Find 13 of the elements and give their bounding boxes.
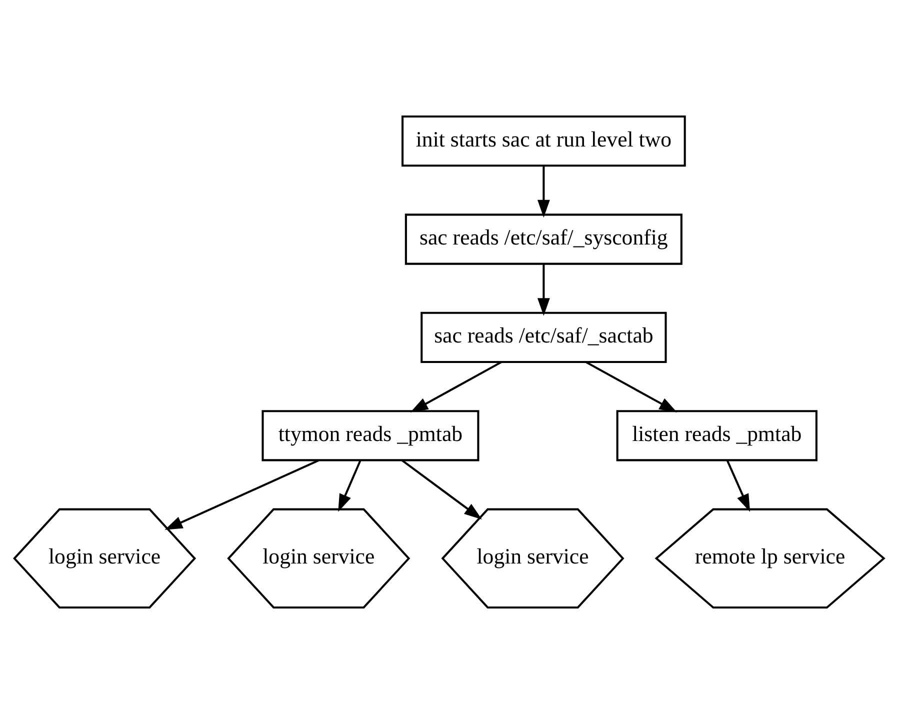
arrow (401, 459, 482, 519)
node-box: ttymon reads _pmtab (261, 410, 479, 461)
node-box: init starts sac at run level two (401, 115, 686, 166)
arrow (410, 360, 502, 412)
node-box: sac reads /etc/saf/_sysconfig (404, 213, 682, 264)
node-box: sac reads /etc/saf/_sactab (420, 311, 666, 363)
arrow (585, 360, 677, 412)
arrow (338, 460, 361, 512)
arrow (164, 459, 318, 530)
arrow (536, 264, 550, 316)
arrow (726, 460, 750, 512)
arrow (536, 166, 550, 218)
node-box: listen reads _pmtab (616, 410, 817, 461)
